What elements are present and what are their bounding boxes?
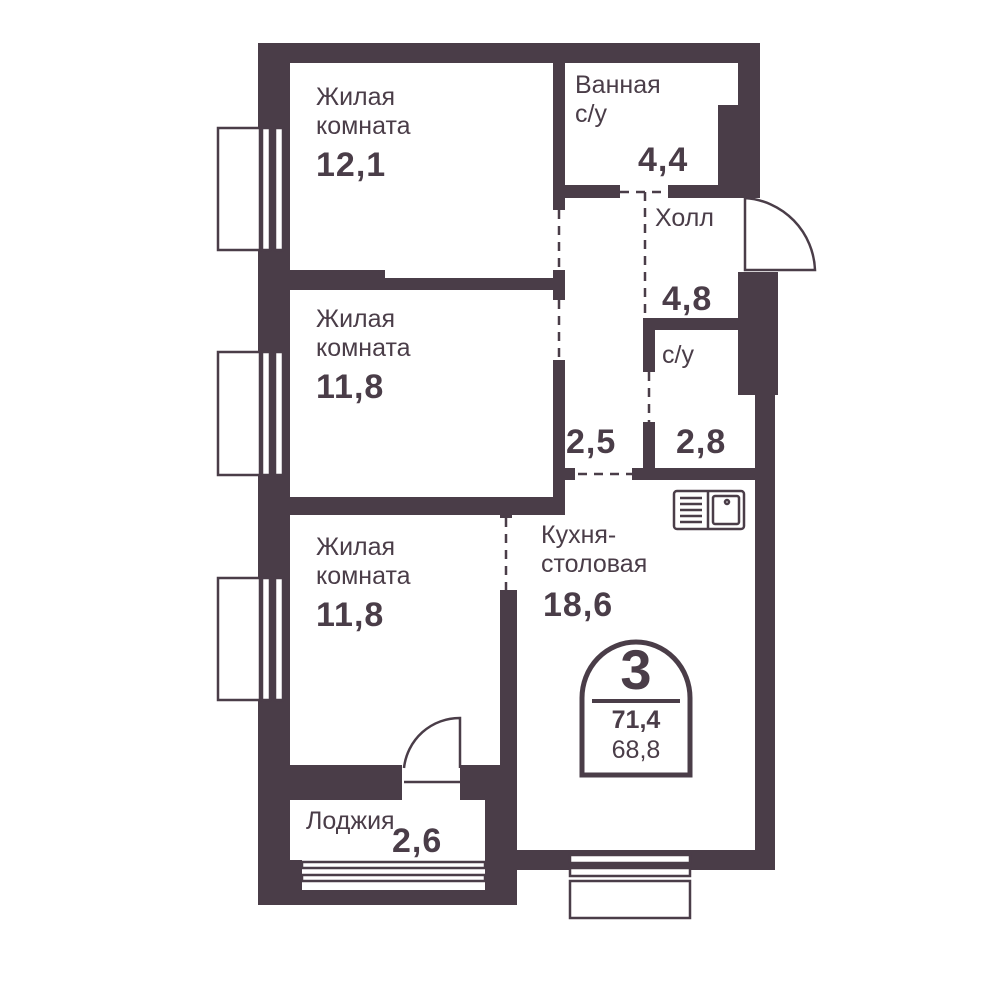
doors (402, 196, 817, 784)
room-area: 2,5 (566, 423, 617, 461)
apartment-badge (579, 639, 693, 778)
room-area: 12,1 (316, 146, 387, 184)
room-name: комната (316, 112, 411, 140)
walls (258, 43, 778, 905)
room-name: с/у (662, 341, 694, 369)
room-name: Ванная (575, 71, 661, 99)
room-area: 11,8 (316, 368, 385, 406)
room-area: 2,6 (392, 822, 443, 860)
room-name: Жилая (316, 305, 396, 333)
openings (504, 190, 668, 590)
stove-sink-icon (672, 489, 746, 531)
room-name: Жилая (316, 533, 396, 561)
room-area: 4,8 (662, 280, 713, 318)
loggia-door-icon (402, 716, 462, 769)
room-name: Кухня- (541, 521, 617, 549)
room-name: комната (316, 334, 411, 362)
room-name: с/у (575, 100, 607, 128)
room-label: Кухня-столовая (541, 521, 647, 579)
living-area: 68,8 (611, 736, 661, 764)
room-area: 18,6 (543, 586, 614, 624)
windows (216, 126, 692, 920)
room-area: 4,4 (638, 141, 689, 179)
room-area: 11,8 (316, 596, 385, 634)
room-count: 3 (620, 638, 652, 701)
room-area: 2,8 (676, 423, 727, 461)
total-area: 71,4 (611, 706, 661, 734)
room-name: Холл (655, 204, 714, 232)
room-name: Жилая (316, 83, 396, 111)
entrance-door-icon (743, 196, 817, 272)
room-name: Лоджия (306, 807, 395, 835)
room-name: столовая (541, 550, 648, 578)
room-name: комната (316, 562, 411, 590)
